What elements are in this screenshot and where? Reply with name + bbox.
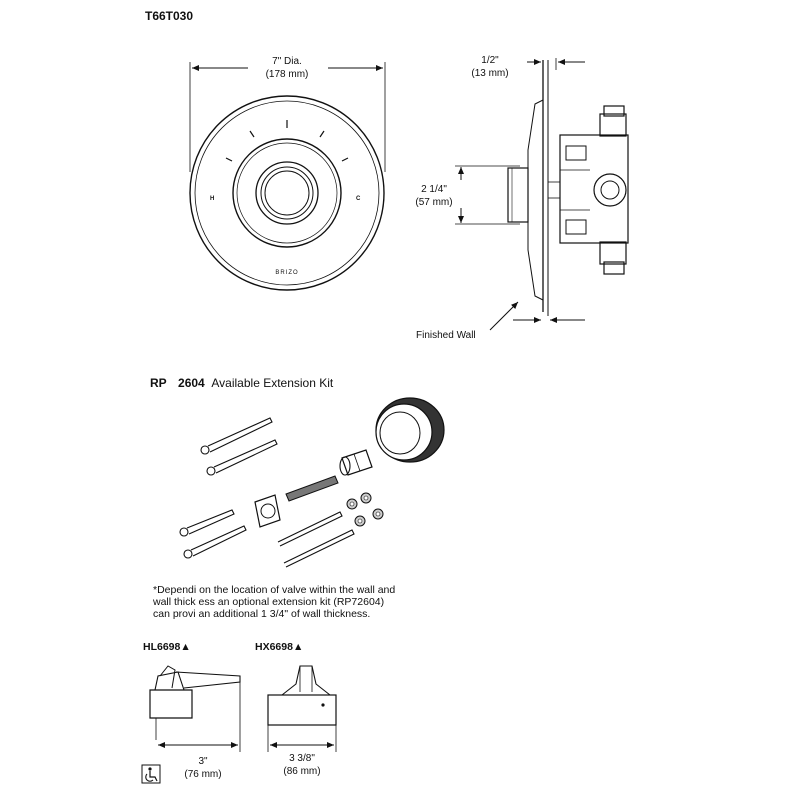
extension-rod <box>277 511 343 547</box>
height-mm-label: (57 mm) <box>415 197 452 208</box>
height-dimension: 2 1/4" (57 mm) <box>415 165 520 225</box>
hl-model-label: HL6698▲ <box>143 641 191 653</box>
depth-label: 1/2" <box>481 55 499 66</box>
hex-nut <box>354 515 366 527</box>
depth-dimension: 1/2" (13 mm) <box>471 55 585 79</box>
long-screw <box>200 417 273 455</box>
hx-model-label: HX6698▲ <box>255 641 303 653</box>
kit-note-line-3: can provi an additional 1 3/4" of wall t… <box>153 608 370 620</box>
adapter-fitting <box>254 494 281 528</box>
trim-front-view: H C BRIZO <box>189 95 385 291</box>
valve-side-view <box>507 60 629 316</box>
hex-nut <box>360 492 372 504</box>
hex-nut <box>372 508 384 520</box>
diameter-dimension: 7" Dia. (178 mm) <box>189 53 386 172</box>
hl-dimension-label: 3" <box>198 756 208 767</box>
hx-handle-drawing: 3 3/8" (86 mm) <box>267 665 337 777</box>
hl-dimension-mm-label: (76 mm) <box>184 769 221 780</box>
finished-wall-label: Finished Wall <box>416 330 476 341</box>
diameter-mm-label: (178 mm) <box>266 69 309 80</box>
finished-wall-callout: Finished Wall <box>416 301 585 341</box>
hx-dimension-label: 3 3/8" <box>289 753 315 764</box>
page-title: T66T030 <box>145 9 193 23</box>
brand-logo: BRIZO <box>275 270 298 276</box>
kit-title-text: Available Extension Kit <box>211 376 334 390</box>
kit-code: 2604 <box>178 376 205 390</box>
long-screw <box>206 439 278 476</box>
wheelchair-icon <box>141 764 161 784</box>
diameter-label: 7" Dia. <box>272 56 302 67</box>
extension-kit-title: RP 2604 Available Extension Kit <box>150 376 334 390</box>
short-screw <box>179 509 235 537</box>
threaded-rod <box>285 475 339 502</box>
kit-note-line-2: wall thick ess an optional extension kit… <box>152 596 384 608</box>
extension-kit-parts <box>179 397 445 568</box>
hex-nut <box>346 498 358 510</box>
hot-marker: H <box>210 196 214 202</box>
extension-rod <box>283 529 355 568</box>
height-label: 2 1/4" <box>421 184 447 195</box>
hx-dimension-mm-label: (86 mm) <box>283 766 320 777</box>
kit-note-line-1: *Dependi on the location of valve within… <box>153 584 395 596</box>
stem-extension <box>339 449 373 476</box>
cold-marker: C <box>356 196 361 202</box>
svg-text:RP 2604 Available: RP 2604 Available Extension Kit <box>150 376 334 390</box>
depth-mm-label: (13 mm) <box>471 68 508 79</box>
extension-sleeve-ring <box>375 397 445 463</box>
kit-prefix: RP <box>150 376 167 390</box>
short-screw <box>183 525 247 559</box>
hl-handle-drawing: 3" (76 mm) <box>149 665 241 780</box>
extension-kit-note: *Dependi on the location of valve within… <box>152 584 395 620</box>
